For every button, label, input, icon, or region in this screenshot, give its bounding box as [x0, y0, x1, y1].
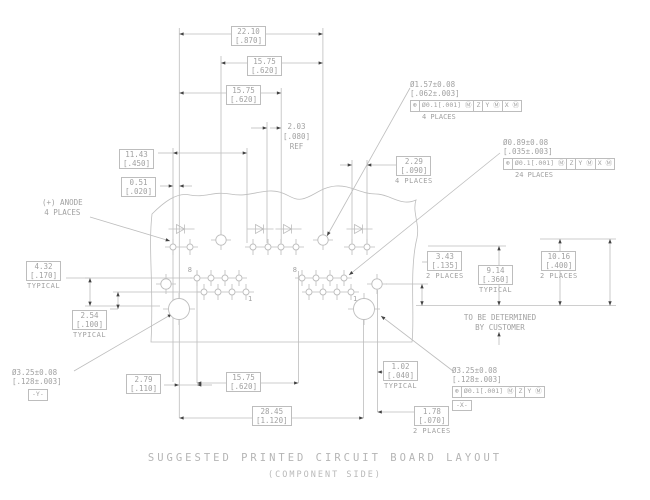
dim-15-75-bottom: 15.75[.620]: [226, 372, 262, 392]
mounting-hole-datum-y: [168, 298, 190, 320]
dim-2-79: 2.79[.110]: [126, 374, 162, 394]
dim-0-51: 0.51[.020]: [121, 177, 157, 197]
datum-y: -Y-: [28, 388, 48, 401]
dim-22-10: 22.10[.870]: [231, 26, 267, 46]
pin-label: 1: [353, 295, 357, 303]
small-holes: [169, 243, 371, 296]
dim-28-45: 28.45[1.120]: [252, 406, 292, 426]
datum-x: -X-: [452, 399, 472, 412]
dim-15-75-inner: 15.75[.620]: [226, 85, 262, 105]
board-outline: [150, 185, 419, 343]
dim-15-75-outer: 15.75[.620]: [247, 56, 283, 76]
medium-holes: [160, 234, 383, 290]
dim-2-54: 2.54[.100] TYPICAL: [72, 310, 108, 339]
anode-note: (+) ANODE 4 PLACES: [42, 198, 83, 217]
drawing-subtitle: (COMPONENT SIDE): [268, 470, 382, 480]
dim-10-16: 10.16[.400] 2 PLACES: [540, 251, 578, 280]
extension-lines: [85, 28, 616, 418]
dim-2-03-ref: 2.03 [.080] REF: [283, 122, 311, 151]
pin-label: 1: [248, 295, 252, 303]
dim-1-02: 1.02[.040] TYPICAL: [383, 361, 419, 390]
dim-1-78: 1.78[.070] 2 PLACES: [413, 406, 451, 435]
dim-4-32: 4.32[.170] TYPICAL: [26, 261, 62, 290]
callout-hole-3-25-y: Ø3.25±0.08 [.128±.003] -Y-: [12, 368, 62, 401]
pin-label: 8: [188, 266, 192, 274]
mounting-hole-datum-x: [353, 298, 375, 320]
dim-9-14: 9.14[.360] TYPICAL: [478, 265, 514, 294]
dim-3-43: 3.43[.135] 2 PLACES: [426, 251, 464, 280]
drawing-title: SUGGESTED PRINTED CIRCUIT BOARD LAYOUT: [147, 452, 503, 464]
diode-symbols: [168, 223, 373, 235]
tbd-note: TO BE DETERMINED BY CUSTOMER: [463, 313, 537, 332]
pin-label: 8: [293, 266, 297, 274]
leader-lines: [73, 87, 501, 372]
mounting-holes: [168, 298, 375, 320]
dim-2-29: 2.29[.090] 4 PLACES: [395, 156, 433, 185]
dim-11-43: 11.43[.450]: [119, 149, 155, 169]
dimension-lines: [66, 32, 612, 420]
